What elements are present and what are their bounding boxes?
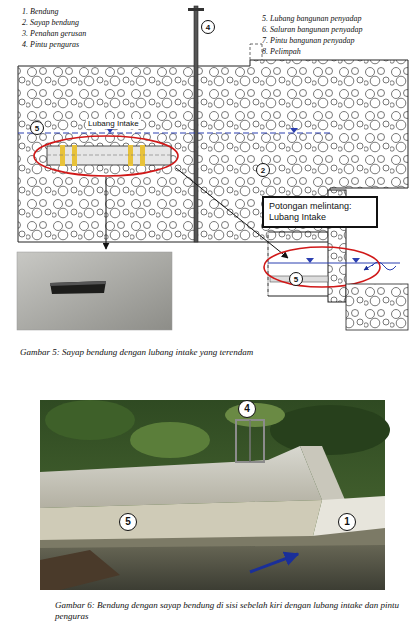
legend-item: 3. Penahan gerusan <box>22 29 86 39</box>
section-title: Potongan melintang: Lubang Intake <box>269 201 371 223</box>
callout-number: 4 <box>238 400 256 418</box>
callout-number: 2 <box>256 163 270 177</box>
callout-number: 4 <box>201 20 215 34</box>
legend-item: 7. Pintu bangunan penyadap <box>262 36 354 46</box>
figure-caption: Gambar 6: Bendung dengan sayap bendung d… <box>55 600 400 622</box>
legend-item: 5. Lubang bangunan penyadap <box>262 14 362 24</box>
callout-number: 5 <box>119 513 137 531</box>
figure-caption: Gambar 5: Sayap bendung dengan lubang in… <box>20 347 390 358</box>
part-label: Lubang Intake <box>86 119 141 129</box>
legend-item: 1. Bendung <box>22 7 58 17</box>
callout-number: 5 <box>289 272 303 286</box>
legend-item: 2. Sayap bendung <box>22 18 79 28</box>
callout-number: 5 <box>30 121 44 135</box>
legend-item: 8. Pelimpah <box>262 47 301 57</box>
section-label-box: Potongan melintang: Lubang Intake <box>262 196 378 228</box>
callout-number: 1 <box>338 513 356 531</box>
legend-item: 6. Saluran bangunan penyadap <box>262 25 362 35</box>
legend-item: 4. Pintu penguras <box>22 40 79 50</box>
